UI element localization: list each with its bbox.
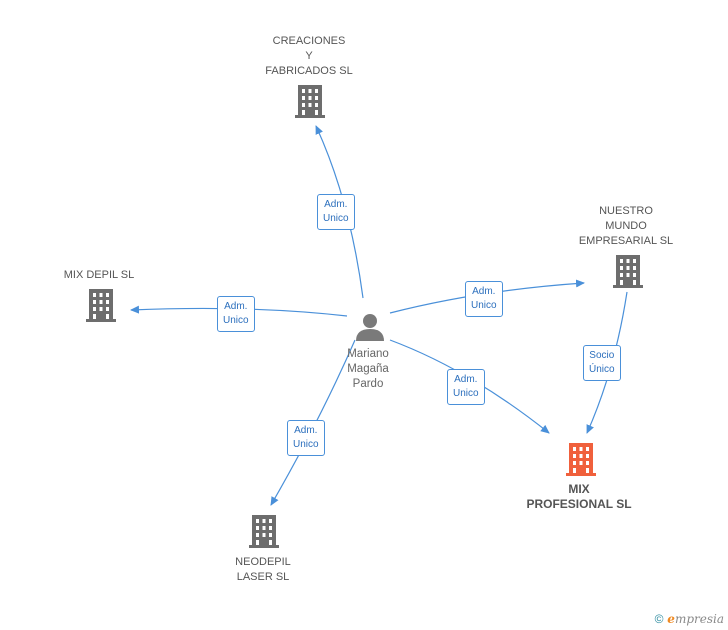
person-icon[interactable] xyxy=(356,314,384,341)
company-label-creaciones[interactable]: CREACIONES Y FABRICADOS SL xyxy=(265,35,353,77)
brand-initial: e xyxy=(667,612,675,626)
copyright-icon: © xyxy=(654,612,664,626)
building-icon-mixdepil[interactable] xyxy=(86,289,116,322)
company-label-neodepil[interactable]: NEODEPIL LASER SL xyxy=(235,556,291,583)
relation-label-creaciones: Adm. Unico xyxy=(317,194,355,230)
building-icon-creaciones[interactable] xyxy=(295,85,325,118)
company-label-mixdepil[interactable]: MIX DEPIL SL xyxy=(63,269,135,281)
building-icon-neodepil[interactable] xyxy=(249,515,279,548)
building-icon-nuestro[interactable] xyxy=(613,255,643,288)
company-label-nuestro[interactable]: NUESTRO MUNDO EMPRESARIAL SL xyxy=(578,205,674,247)
brand-name: mpresia xyxy=(674,612,724,626)
person-name[interactable]: Mariano Magaña Pardo xyxy=(347,348,389,390)
company-label-mixprofesional[interactable]: MIX PROFESIONAL SL xyxy=(526,482,632,511)
brand-logo: © empresia xyxy=(655,612,724,626)
relation-label-mixdepil: Adm. Unico xyxy=(217,296,255,332)
relation-label-mixprofesional: Adm. Unico xyxy=(447,369,485,405)
relation-label-nuestro: Adm. Unico xyxy=(465,281,503,317)
building-icon-mixprofesional[interactable] xyxy=(566,443,596,476)
relation-label-nuestro-mixprofesional: Socio Único xyxy=(583,345,621,381)
relation-label-neodepil: Adm. Unico xyxy=(287,420,325,456)
